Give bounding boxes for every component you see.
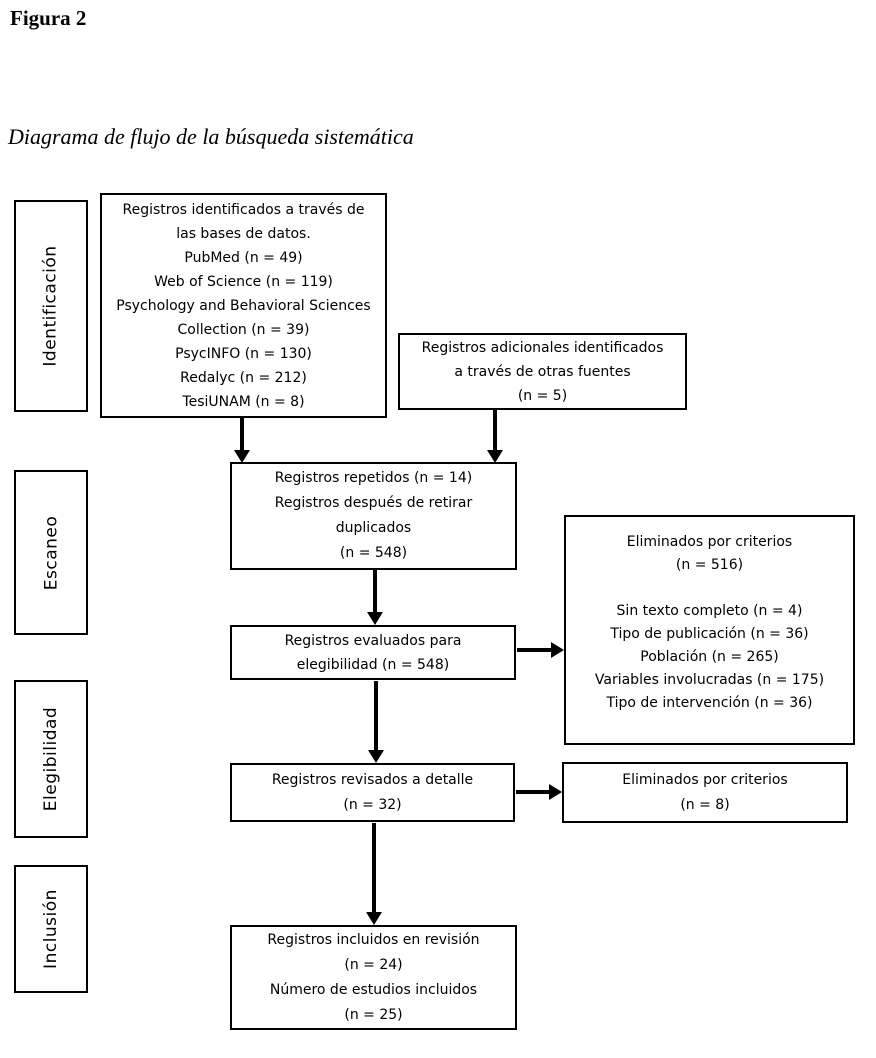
box-evaluated-eligibility: Registros evaluados para elegibilidad (n… [230,625,516,680]
stage-elegibilidad-label: Elegibilidad [41,706,61,812]
box-duplicates-line: Registros después de retirar [274,495,473,511]
box-excluded-detail-line: (n = 8) [680,796,730,813]
stage-identificacion-label: Identificación [41,245,61,367]
box-identified-line: PsycINFO (n = 130) [175,345,312,362]
arrow-reviewed-to-included [366,823,382,925]
arrow-evaluated-to-excluded-criteria [517,642,564,658]
stage-identificacion: Identificación [14,200,88,412]
box-additional-line: Registros adicionales identificados [421,339,664,356]
box-additional-line: (n = 5) [517,387,568,404]
box-evaluated-line: elegibilidad (n = 548) [296,656,450,673]
box-excluded-criteria: Eliminados por criterios (n = 516) Sin t… [564,515,855,745]
box-identified-line: las bases de datos. [176,225,311,242]
box-identified-line: PubMed (n = 49) [184,249,303,266]
box-identified-records: Registros identificados a través de las … [100,193,387,418]
stage-elegibilidad: Elegibilidad [14,680,88,838]
box-excluded-detail: Eliminados por criterios (n = 8) [562,762,848,823]
box-additional-line: a través de otras fuentes [454,363,631,380]
box-excluded-criteria-line: Eliminados por criterios [626,534,793,550]
box-identified-line: Registros identificados a través de [122,201,365,218]
box-included-records: Registros incluidos en revisión (n = 24)… [230,925,517,1030]
box-reviewed-line: (n = 32) [343,796,402,813]
stage-inclusion: Inclusión [14,865,88,993]
box-duplicates-removed: Registros repetidos (n = 14) Registros d… [230,462,517,570]
box-detailed-review: Registros revisados a detalle (n = 32) [230,763,515,822]
box-identified-line: TesiUNAM (n = 8) [182,393,305,410]
box-duplicates-line: (n = 548) [339,545,408,561]
box-duplicates-line: Registros repetidos (n = 14) [274,470,473,486]
box-excluded-detail-line: Eliminados por criterios [622,771,788,788]
box-identified-line: Redalyc (n = 212) [180,369,307,386]
arrow-duplicates-to-evaluated [367,570,383,625]
box-excluded-criteria-line: Población (n = 265) [640,649,779,665]
arrow-evaluated-to-reviewed [368,681,384,763]
box-duplicates-line: duplicados [335,520,412,536]
box-included-line: (n = 24) [344,956,403,973]
box-evaluated-line: Registros evaluados para [284,632,462,649]
box-excluded-criteria-line [566,577,853,600]
box-excluded-criteria-line: Tipo de intervención (n = 36) [606,695,813,711]
box-excluded-criteria-line: Variables involucradas (n = 175) [594,672,825,688]
stage-escaneo: Escaneo [14,470,88,635]
figure-title: Figura 2 [10,6,87,30]
box-excluded-criteria-line: Tipo de publicación (n = 36) [610,626,809,642]
box-included-line: Registros incluidos en revisión [267,931,480,948]
box-included-line: Número de estudios incluidos [269,981,478,998]
box-identified-line: Web of Science (n = 119) [154,273,333,290]
box-excluded-criteria-line: Sin texto completo (n = 4) [616,603,803,619]
stage-inclusion-label: Inclusión [41,889,62,969]
arrow-additional-to-duplicates [487,410,503,463]
arrow-reviewed-to-excluded-detail [516,784,562,800]
box-included-line: (n = 25) [344,1006,403,1023]
figure-caption: Diagrama de flujo de la búsqueda sistemá… [8,124,414,149]
stage-escaneo-label: Escaneo [41,515,61,590]
box-reviewed-line: Registros revisados a detalle [271,771,474,788]
box-excluded-criteria-line: (n = 516) [675,557,744,573]
box-identified-line: Collection (n = 39) [177,321,310,338]
arrow-identified-to-duplicates [234,418,250,463]
box-identified-line: Psychology and Behavioral Sciences [116,297,371,314]
box-additional-records: Registros adicionales identificados a tr… [398,333,687,410]
